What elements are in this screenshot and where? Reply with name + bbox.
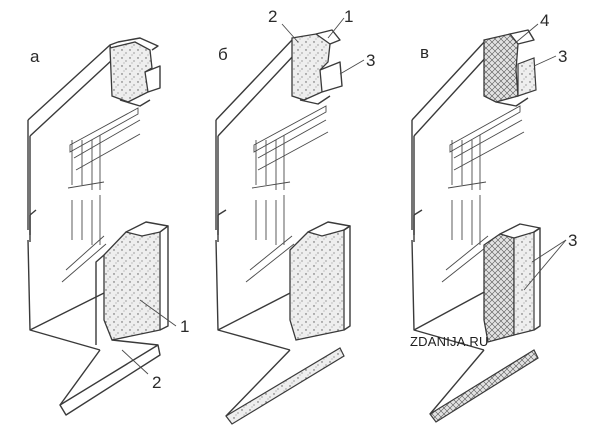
panel-b-callout-3: 3 xyxy=(339,51,375,75)
panel-b-window-frame xyxy=(245,105,329,283)
watermark: ZDANIJA.RU xyxy=(410,334,489,349)
panel-c-upper-block xyxy=(483,29,537,107)
panel-c-callout-4: 4 xyxy=(513,11,549,45)
panel-b: б 2 1 3 xyxy=(215,7,375,425)
panel-c-sill xyxy=(429,349,539,423)
panel-c-callout-3-lower-label: 3 xyxy=(568,231,577,250)
panel-b-upper-wall xyxy=(215,39,295,235)
panel-c-lower-block xyxy=(483,223,541,343)
panel-b-letter: б xyxy=(218,45,228,64)
panel-c-letter: в xyxy=(420,43,429,62)
panel-c-window-frame xyxy=(441,105,525,283)
panel-b-callout-1-label: 1 xyxy=(344,7,353,26)
panel-a-lower-block xyxy=(95,221,169,345)
panel-a-callout-1-label: 1 xyxy=(180,317,189,336)
panel-c-callout-3-upper-label: 3 xyxy=(558,47,567,66)
panel-c-callout-3-lower: 3 xyxy=(523,231,577,291)
panel-a-window-frame xyxy=(61,107,141,283)
panel-a-upper-wall xyxy=(27,41,119,235)
panel-b-lower-wall xyxy=(215,215,297,351)
panel-b-upper-block xyxy=(291,29,343,105)
panel-a-lower-wall xyxy=(27,215,111,351)
panel-c: в 4 3 3 xyxy=(411,11,577,423)
panel-c-callout-3-upper: 3 xyxy=(533,47,567,67)
panel-b-callout-3-label: 3 xyxy=(366,51,375,70)
panel-b-callout-1: 1 xyxy=(327,7,353,39)
panel-b-sill xyxy=(225,347,345,425)
panel-c-callout-4-label: 4 xyxy=(540,11,549,30)
panel-b-callout-2-label: 2 xyxy=(268,7,277,26)
panel-b-callout-2: 2 xyxy=(268,7,299,43)
panel-a-upper-block xyxy=(109,37,161,107)
panel-a: а 1 2 xyxy=(27,37,189,416)
panel-a-callout-2-label: 2 xyxy=(152,373,161,392)
panel-c-upper-wall xyxy=(411,39,489,235)
panel-a-callout-1: 1 xyxy=(139,299,189,336)
panel-c-lower-wall xyxy=(411,215,489,351)
panel-a-sill xyxy=(59,339,161,416)
panel-a-callout-2: 2 xyxy=(121,349,161,392)
panel-b-lower-block xyxy=(289,221,351,341)
panel-a-letter: а xyxy=(30,47,40,66)
